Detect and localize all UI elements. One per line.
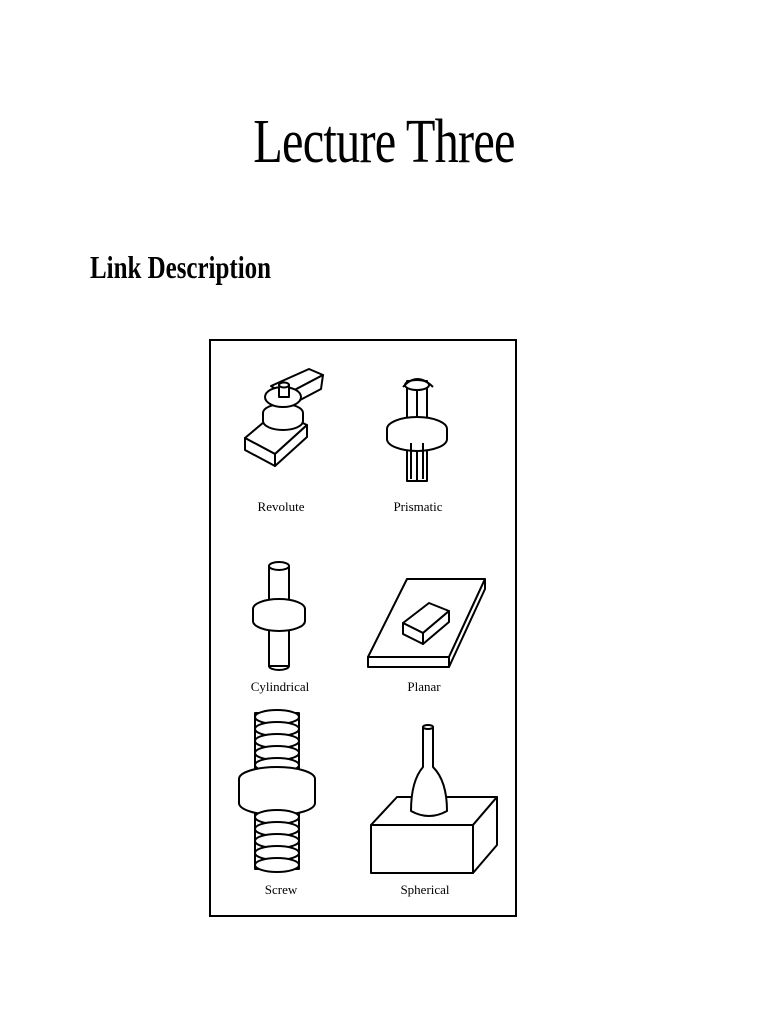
joint-label-spherical: Spherical xyxy=(400,882,449,897)
joint-types-drawing: Revolute Prismatic Cylindrical xyxy=(238,368,498,897)
planar-joint-icon xyxy=(367,578,486,668)
section-heading: Link Description xyxy=(90,249,271,285)
joint-label-cylindrical: Cylindrical xyxy=(251,679,310,694)
joint-label-revolute: Revolute xyxy=(258,499,305,514)
screw-joint-icon xyxy=(238,709,316,873)
joint-label-planar: Planar xyxy=(407,679,441,694)
joint-label-screw: Screw xyxy=(265,882,298,897)
joint-types-figure: Revolute Prismatic Cylindrical xyxy=(209,339,517,917)
revolute-joint-icon xyxy=(244,368,324,467)
joint-label-prismatic: Prismatic xyxy=(393,499,442,514)
prismatic-joint-icon xyxy=(386,378,448,482)
spherical-joint-icon xyxy=(370,724,498,874)
page-title: Lecture Three xyxy=(253,108,515,176)
cylindrical-joint-icon xyxy=(252,561,306,671)
